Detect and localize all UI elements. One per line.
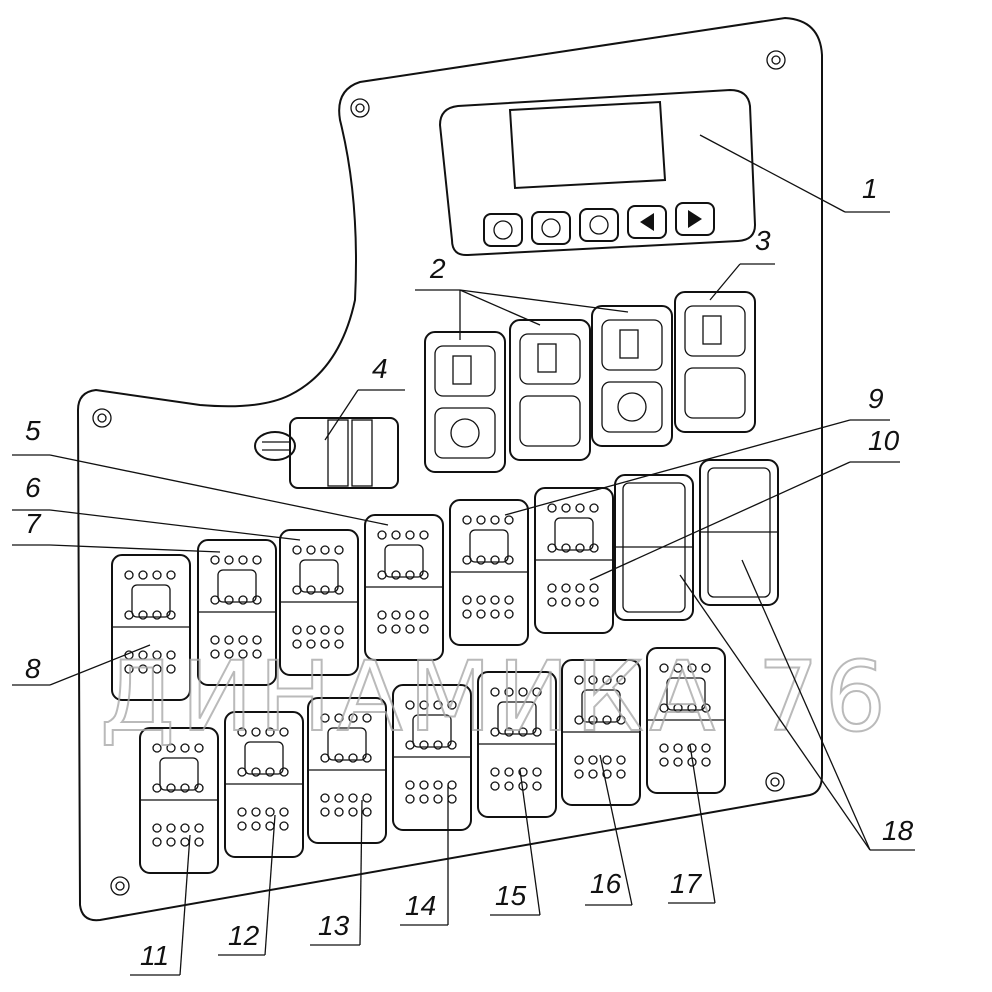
rocker-switch[interactable] <box>279 529 359 676</box>
callout-5: 5 <box>12 415 389 526</box>
callout-label: 17 <box>670 868 703 899</box>
rear-fog-icon <box>384 544 424 578</box>
callout-label: 11 <box>140 940 169 971</box>
climate-display-unit[interactable] <box>438 88 757 257</box>
callout-16: 16 <box>585 754 633 906</box>
ignition-switch[interactable] <box>254 417 399 489</box>
callout-label: 15 <box>495 880 527 911</box>
arrow-right-icon <box>688 210 702 228</box>
callout-10: 10 <box>589 425 900 581</box>
callout-label: 5 <box>25 415 41 446</box>
callout-2: 2 <box>415 253 629 340</box>
callout-14: 14 <box>400 785 449 926</box>
heater-icon <box>589 215 609 235</box>
callout-4: 4 <box>324 353 405 441</box>
callout-13: 13 <box>310 799 363 946</box>
rocker-switch[interactable] <box>307 697 387 844</box>
callout-label: 18 <box>882 815 914 846</box>
callout-17: 17 <box>668 744 716 904</box>
mirror-icon <box>452 355 472 385</box>
chevrons-up-icon <box>541 218 561 238</box>
light-icon <box>299 559 339 593</box>
arrow-left-icon <box>640 213 654 231</box>
clock-icon <box>493 220 513 240</box>
rocker-switch[interactable] <box>224 711 304 858</box>
callout-label: 2 <box>429 253 446 284</box>
lamp-icon <box>617 392 647 422</box>
arrow-left-button[interactable] <box>627 205 667 239</box>
wiper-icon <box>327 727 367 761</box>
mirror-icon <box>619 329 639 359</box>
callout-15: 15 <box>490 769 541 916</box>
glow-plug-icon <box>702 315 722 345</box>
callout-6: 6 <box>12 472 301 541</box>
callout-7: 7 <box>12 508 221 553</box>
mounting-holes <box>92 50 786 896</box>
pen-icon <box>581 689 621 723</box>
top-switch[interactable] <box>674 291 756 433</box>
rocker-switch[interactable] <box>111 554 191 701</box>
callout-label: 3 <box>755 225 771 256</box>
front-fog-icon <box>469 529 509 563</box>
callout-label: 4 <box>372 353 388 384</box>
callout-label: 12 <box>228 920 260 951</box>
clock-button[interactable] <box>483 213 523 247</box>
callout-label: 13 <box>318 910 350 941</box>
heater-button[interactable] <box>579 208 619 242</box>
callout-label: 10 <box>868 425 900 456</box>
callout-label: 7 <box>25 508 42 539</box>
callout-1: 1 <box>699 134 890 213</box>
callout-label: 14 <box>405 890 436 921</box>
rocker-switch[interactable] <box>139 727 219 874</box>
callout-11: 11 <box>130 834 191 976</box>
callout-label: 6 <box>25 472 41 503</box>
top-switch[interactable] <box>591 305 673 447</box>
rocker-switch[interactable] <box>197 539 277 686</box>
rocker-switch[interactable] <box>477 671 557 818</box>
rocker-switch[interactable] <box>614 474 694 621</box>
rocker-switch[interactable] <box>364 514 444 661</box>
callout-label: 8 <box>25 653 41 684</box>
brake-icon <box>450 418 480 448</box>
rocker-switch[interactable] <box>392 684 472 831</box>
axle-lock-icon <box>159 757 199 791</box>
callout-label: 1 <box>862 173 878 204</box>
callout-18: 18 <box>679 559 915 851</box>
top-switch[interactable] <box>424 331 506 473</box>
callout-12: 12 <box>218 814 276 956</box>
hazard-icon <box>666 677 706 711</box>
rocker-switch[interactable] <box>449 499 529 646</box>
callout-9: 9 <box>504 383 890 516</box>
rocker-switch[interactable] <box>561 659 641 806</box>
callout-label: 9 <box>868 383 884 414</box>
callout-3: 3 <box>709 225 775 301</box>
rotate-icon <box>412 714 452 748</box>
windows-icon <box>217 569 257 603</box>
callout-8: 8 <box>12 644 151 686</box>
axle-lock-icon <box>244 741 284 775</box>
mirror-icon <box>537 343 557 373</box>
chevrons-up-button[interactable] <box>531 211 571 245</box>
display-screen <box>508 100 667 190</box>
rocker-switch[interactable] <box>646 647 726 794</box>
callout-label: 16 <box>590 868 622 899</box>
arrow-right-button[interactable] <box>675 202 715 236</box>
panel-outline <box>76 16 823 922</box>
rocker-switch[interactable] <box>534 487 614 634</box>
watermark: ДИНАМИКА 76 <box>100 641 892 753</box>
power-icon <box>497 701 537 735</box>
top-switch[interactable] <box>509 319 591 461</box>
steering-icon <box>554 517 594 551</box>
door-icon <box>131 584 171 618</box>
rocker-switch[interactable] <box>699 459 779 606</box>
